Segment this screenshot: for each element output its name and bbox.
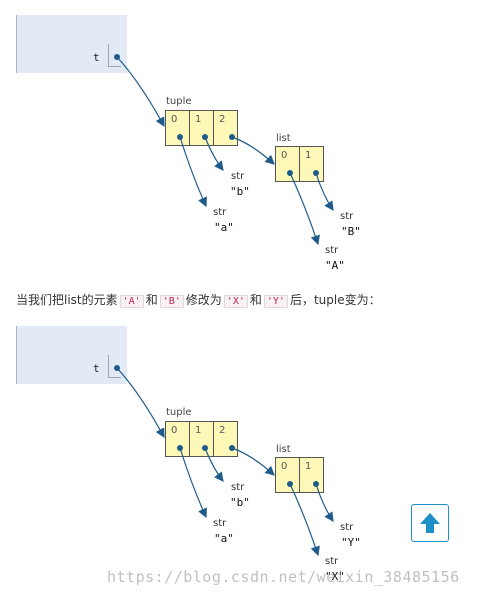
tuple-index-1: 1 bbox=[195, 114, 202, 125]
pointer-slot bbox=[108, 355, 121, 378]
list-cell-1: 1 bbox=[299, 457, 324, 493]
tuple-label: tuple bbox=[166, 96, 192, 107]
list-str-1-type: str bbox=[340, 522, 354, 533]
list-str-0-type: str bbox=[325, 245, 339, 256]
tuple-label: tuple bbox=[166, 407, 192, 418]
tuple-cell-1: 1 bbox=[189, 421, 214, 457]
list-str-0-value: "A" bbox=[325, 259, 345, 272]
arrow-tuple0-to-str-a bbox=[179, 447, 207, 519]
scroll-to-top-button[interactable] bbox=[411, 504, 449, 542]
list-cell-0: 0 bbox=[275, 146, 300, 182]
list-index-1: 1 bbox=[305, 461, 312, 472]
inline-code-b: 'B' bbox=[159, 295, 184, 308]
list-str-0-value: "X" bbox=[325, 570, 345, 583]
caption-part-2: 和 bbox=[145, 293, 158, 307]
arrow-tuple0-to-str-a bbox=[179, 136, 207, 208]
tuple-cell-0: 0 bbox=[165, 421, 190, 457]
tuple-cells: 0 1 2 bbox=[165, 421, 238, 457]
tuple-cell-1: 1 bbox=[189, 110, 214, 146]
inline-code-a: 'A' bbox=[119, 295, 144, 308]
str-b-type: str bbox=[231, 482, 245, 493]
variable-name: t bbox=[93, 362, 100, 375]
caption-part-5: 后，tuple变为： bbox=[289, 293, 381, 307]
str-a-value: "a" bbox=[214, 532, 234, 545]
tuple-index-1: 1 bbox=[195, 425, 202, 436]
caption-part-4: 和 bbox=[249, 293, 262, 307]
inline-code-y: 'Y' bbox=[263, 295, 288, 308]
inline-code-x: 'X' bbox=[223, 295, 248, 308]
str-b-value: "b" bbox=[230, 185, 250, 198]
list-index-1: 1 bbox=[305, 150, 312, 161]
list-label: list bbox=[276, 133, 291, 144]
diagram-after: t tuple 0 1 2 list 0 1 str "b" str "a" s… bbox=[0, 311, 477, 591]
caption-part-1: 当我们把list的元素 bbox=[16, 293, 118, 307]
pointer-slot bbox=[108, 44, 121, 67]
list-str-1-value: "Y" bbox=[341, 536, 361, 549]
arrow-up-icon bbox=[420, 513, 440, 533]
str-a-value: "a" bbox=[214, 221, 234, 234]
list-str-1-type: str bbox=[340, 211, 354, 222]
tuple-index-2: 2 bbox=[219, 425, 226, 436]
list-cells: 0 1 bbox=[275, 457, 324, 493]
tuple-cell-0: 0 bbox=[165, 110, 190, 146]
caption-text: 当我们把list的元素'A'和'B'修改为'X'和'Y'后，tuple变为： bbox=[16, 291, 381, 308]
tuple-index-2: 2 bbox=[219, 114, 226, 125]
str-b-type: str bbox=[231, 171, 245, 182]
arrow-list0-to-str bbox=[289, 172, 320, 246]
variable-name: t bbox=[93, 51, 100, 64]
arrow-tuple2-to-list bbox=[231, 136, 275, 165]
tuple-cells: 0 1 2 bbox=[165, 110, 238, 146]
list-index-0: 0 bbox=[281, 150, 288, 161]
caption-part-3: 修改为 bbox=[185, 293, 222, 307]
diagram-before: t tuple 0 1 2 list 0 1 str "b" str "a" s… bbox=[0, 0, 477, 280]
str-a-type: str bbox=[213, 518, 227, 529]
tuple-cell-2: 2 bbox=[213, 110, 238, 146]
list-str-1-value: "B" bbox=[341, 225, 361, 238]
list-label: list bbox=[276, 444, 291, 455]
tuple-cell-2: 2 bbox=[213, 421, 238, 457]
str-b-value: "b" bbox=[230, 496, 250, 509]
tuple-index-0: 0 bbox=[171, 425, 178, 436]
str-a-type: str bbox=[213, 207, 227, 218]
list-cell-0: 0 bbox=[275, 457, 300, 493]
list-str-0-type: str bbox=[325, 556, 339, 567]
arrow-tuple2-to-list bbox=[231, 447, 275, 476]
list-cells: 0 1 bbox=[275, 146, 324, 182]
arrow-list0-to-str bbox=[289, 483, 320, 557]
watermark-text: https://blog.csdn.net/weixin_38485156 bbox=[107, 568, 460, 586]
list-index-0: 0 bbox=[281, 461, 288, 472]
tuple-index-0: 0 bbox=[171, 114, 178, 125]
list-cell-1: 1 bbox=[299, 146, 324, 182]
